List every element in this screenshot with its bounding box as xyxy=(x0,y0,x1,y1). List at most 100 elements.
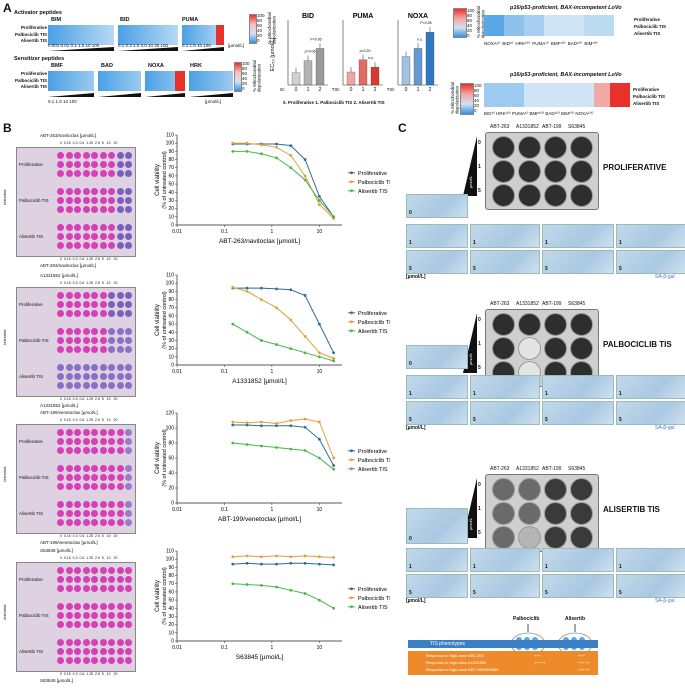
plate-drug-label-bottom: ABT-199/venetoclax [µmol/L] xyxy=(40,540,98,545)
well xyxy=(65,585,73,592)
data-point xyxy=(303,417,307,421)
cbar-tick: 40 xyxy=(257,28,263,33)
data-point xyxy=(332,467,336,471)
cbar-tick: 40 xyxy=(467,23,473,28)
plate-conc-label: 0 0.15 0.3 0.6 1.25 2.5 5 10 20 xyxy=(60,418,118,422)
sa-beta-gal-photo: 0 xyxy=(406,194,468,218)
dose-wedge xyxy=(463,136,477,196)
sa-beta-gal-photo: 5 xyxy=(616,250,685,274)
plate-row-label: Alisertib TIS xyxy=(19,649,44,654)
data-point xyxy=(303,561,307,565)
well xyxy=(57,197,64,204)
row-label-alisertib: Alisertib TIS xyxy=(20,38,47,43)
well xyxy=(74,639,81,646)
data-point xyxy=(303,592,307,595)
sa-beta-gal-photo: 1 xyxy=(406,548,468,572)
well xyxy=(116,310,124,317)
well xyxy=(91,567,98,574)
well xyxy=(99,206,107,213)
well xyxy=(91,382,98,389)
well xyxy=(82,373,90,380)
data-point xyxy=(303,351,307,355)
row-label-palbociclib: Palbociclib TIS xyxy=(14,77,47,83)
y-tick-label: 20 xyxy=(168,622,174,628)
well xyxy=(74,429,81,436)
well xyxy=(82,206,90,213)
sa-beta-gal-photo: 0 xyxy=(406,508,468,544)
well xyxy=(91,576,98,583)
well xyxy=(82,585,90,592)
well xyxy=(82,364,90,371)
heatmap-puma-high xyxy=(216,25,224,45)
cbar-tick: 100 xyxy=(467,8,475,13)
well xyxy=(99,346,107,353)
well xyxy=(91,301,98,308)
y-tick-label: 20 xyxy=(168,486,174,492)
cbar-tick: 100 xyxy=(257,13,265,18)
well xyxy=(57,438,64,445)
data-point xyxy=(275,343,278,346)
well xyxy=(57,447,64,454)
well xyxy=(82,161,90,168)
panel-label-a: A xyxy=(3,1,12,15)
legend-label: Alisertib TIS xyxy=(358,329,388,335)
well xyxy=(91,337,98,344)
well xyxy=(125,206,132,213)
well xyxy=(116,483,124,490)
sensitizer-heatmap xyxy=(48,71,233,97)
legend-label: Palbociclib TIS xyxy=(358,458,390,464)
photo-dose-label: 5 xyxy=(473,590,476,596)
well xyxy=(108,292,115,299)
x-tick-label: 0.01 xyxy=(172,369,182,375)
well xyxy=(65,242,73,249)
lovo-hm1-cell xyxy=(484,15,504,36)
section-title: PROLIFERATIVE xyxy=(603,163,667,172)
data-point xyxy=(275,554,278,558)
series-line xyxy=(232,287,335,353)
well xyxy=(108,242,115,249)
row-label-proliferative: Proliferative xyxy=(633,87,660,92)
data-point xyxy=(275,156,278,160)
well xyxy=(116,373,124,380)
plate-drug-label-bottom: A1331852 [µmol/L] xyxy=(40,403,78,408)
dish-well xyxy=(518,136,541,159)
data-point xyxy=(289,154,293,157)
well xyxy=(57,242,64,249)
y-axis-label-sub: (% of untreated control) xyxy=(162,291,168,349)
y-tick-label: 40 xyxy=(168,330,174,336)
data-point xyxy=(245,149,249,153)
heatmap-hrk xyxy=(189,71,233,91)
bar-tick: 0 xyxy=(350,87,353,93)
dish-row-label: 0 xyxy=(478,317,481,323)
peptide-label-hrk: HRK xyxy=(190,63,202,69)
well xyxy=(108,612,115,619)
well xyxy=(125,639,132,646)
data-point xyxy=(317,456,321,460)
well xyxy=(125,310,132,317)
data-point xyxy=(332,359,336,363)
row-label-proliferative: Proliferative xyxy=(20,25,47,30)
well xyxy=(57,603,64,610)
sa-beta-gal-photo: 5 xyxy=(470,401,540,425)
ec50-bar-charts: BID012p=0.06P<0.05TIS:PUMA012p=0.20n.s.T… xyxy=(280,13,438,93)
cbar-tick: 60 xyxy=(257,23,263,28)
well xyxy=(91,510,98,517)
data-point xyxy=(275,585,278,589)
well xyxy=(57,364,64,371)
well xyxy=(57,161,64,168)
x-tick-label: 1 xyxy=(271,507,274,513)
well xyxy=(125,364,132,371)
well xyxy=(99,447,107,454)
dish-row-label: 0 xyxy=(478,140,481,146)
data-point xyxy=(289,561,293,565)
umol-bracket: [µmol/L] xyxy=(406,274,426,280)
photo-dose-label: 1 xyxy=(409,564,412,570)
well xyxy=(82,612,90,619)
x-tick-label: 1 xyxy=(271,229,274,235)
well xyxy=(91,152,98,159)
data-point xyxy=(259,583,263,587)
colorbar-sensitizer xyxy=(234,62,242,92)
series-line xyxy=(232,424,335,466)
puma-axis: 0.1 1.0 10 100 xyxy=(182,43,211,48)
wedge-bim xyxy=(48,47,114,51)
